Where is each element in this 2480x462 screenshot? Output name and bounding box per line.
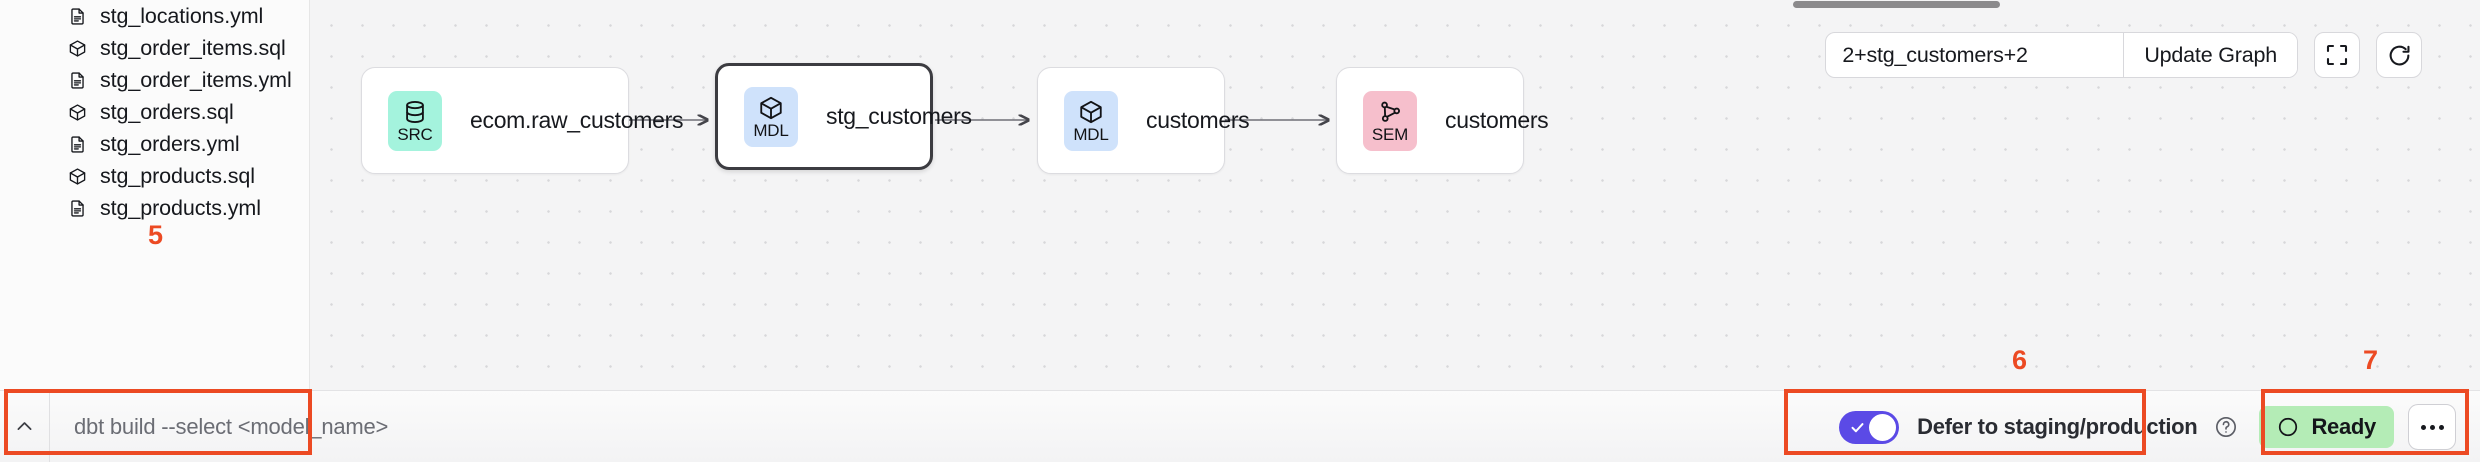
more-dot (2429, 424, 2435, 430)
status-circle-icon (2279, 417, 2298, 437)
graph-toolbar: Update Graph (1825, 32, 2422, 78)
status-controls: Defer to staging/production Ready (1839, 391, 2456, 462)
command-input[interactable] (50, 391, 1500, 462)
lineage-node[interactable]: SRC ecom.raw_customers (361, 67, 683, 174)
file-yml-icon (71, 71, 84, 89)
cube-sql-icon (69, 167, 86, 185)
fullscreen-button[interactable] (2314, 32, 2360, 78)
graph-select-input[interactable] (1826, 33, 2124, 77)
file-list: stg_locations.yml stg_order_items.sql stg_… (0, 0, 309, 224)
file-list-item[interactable]: stg_products.yml (0, 192, 309, 224)
help-circle-icon[interactable] (2215, 416, 2237, 438)
node-type-label: SRC (397, 124, 433, 144)
node-type-badge: MDL (1064, 90, 1118, 151)
defer-group: Defer to staging/production (1839, 410, 2237, 444)
file-label: stg_orders.sql (100, 99, 234, 124)
horizontal-scrollbar[interactable] (1793, 1, 2000, 8)
file-label: stg_orders.yml (100, 131, 240, 156)
command-collapse-button[interactable] (0, 391, 50, 462)
node-name-label: customers (1146, 107, 1250, 133)
file-list-item[interactable]: stg_order_items.yml (0, 64, 309, 96)
lineage-node[interactable]: MDL customers (1037, 67, 1250, 174)
lineage-node[interactable]: MDL stg_customers (715, 63, 972, 170)
node-type-badge: SRC (388, 90, 442, 151)
node-name-label: ecom.raw_customers (470, 107, 684, 133)
status-group: Ready (2259, 404, 2456, 450)
semantic-icon (1381, 101, 1401, 122)
annotation-number-7: 7 (2363, 345, 2379, 375)
node-type-label: MDL (1073, 124, 1109, 144)
node-name-label: customers (1445, 107, 1549, 133)
graph-select-group: Update Graph (1825, 32, 2298, 78)
refresh-icon (2389, 45, 2409, 65)
file-list-item[interactable]: stg_orders.yml (0, 128, 309, 160)
defer-toggle[interactable] (1839, 410, 1900, 444)
file-yml-icon (71, 7, 84, 25)
file-yml-icon (71, 135, 84, 153)
cube-icon (760, 96, 782, 119)
node-type-label: SEM (1371, 124, 1409, 144)
cube-sql-icon (69, 103, 86, 121)
file-label: stg_locations.yml (100, 3, 264, 28)
file-list-item[interactable]: stg_locations.yml (0, 0, 309, 32)
database-icon (406, 100, 424, 123)
node-type-badge: SEM (1363, 90, 1417, 151)
check-icon (1851, 422, 1864, 432)
more-options-button[interactable] (2408, 404, 2456, 450)
annotation-number-5: 5 (148, 220, 164, 250)
more-dot (2438, 424, 2444, 430)
file-list-item[interactable]: stg_orders.sql (0, 96, 309, 128)
lineage-edges (629, 0, 2480, 390)
status-text: Ready (2311, 414, 2376, 439)
file-explorer-sidebar[interactable]: stg_locations.yml stg_order_items.sql stg_… (0, 0, 310, 390)
cube-icon (1080, 100, 1102, 123)
lineage-node[interactable]: SEM customers (1336, 67, 1549, 174)
node-type-badge: MDL (744, 86, 798, 147)
node-type-label: MDL (753, 120, 789, 140)
update-graph-button[interactable]: Update Graph (2123, 33, 2297, 77)
file-label: stg_order_items.sql (100, 35, 286, 60)
status-badge: Ready (2259, 406, 2394, 448)
refresh-button[interactable] (2376, 32, 2422, 78)
more-dot (2420, 424, 2426, 430)
chevron-up-icon (17, 422, 32, 430)
file-list-item[interactable]: stg_products.sql (0, 160, 309, 192)
bottom-command-bar: Defer to staging/production Ready (0, 390, 2480, 462)
file-label: stg_order_items.yml (100, 67, 292, 92)
file-yml-icon (71, 199, 84, 217)
toggle-knob (1869, 413, 1897, 441)
annotation-number-6: 6 (2012, 345, 2028, 375)
fullscreen-icon (2326, 44, 2348, 66)
defer-label: Defer to staging/production (1917, 414, 2198, 439)
file-label: stg_products.sql (100, 163, 255, 188)
file-list-item[interactable]: stg_order_items.sql (0, 32, 309, 64)
file-label: stg_products.yml (100, 195, 261, 220)
node-name-label: stg_customers (826, 103, 972, 129)
cube-sql-icon (69, 39, 86, 57)
